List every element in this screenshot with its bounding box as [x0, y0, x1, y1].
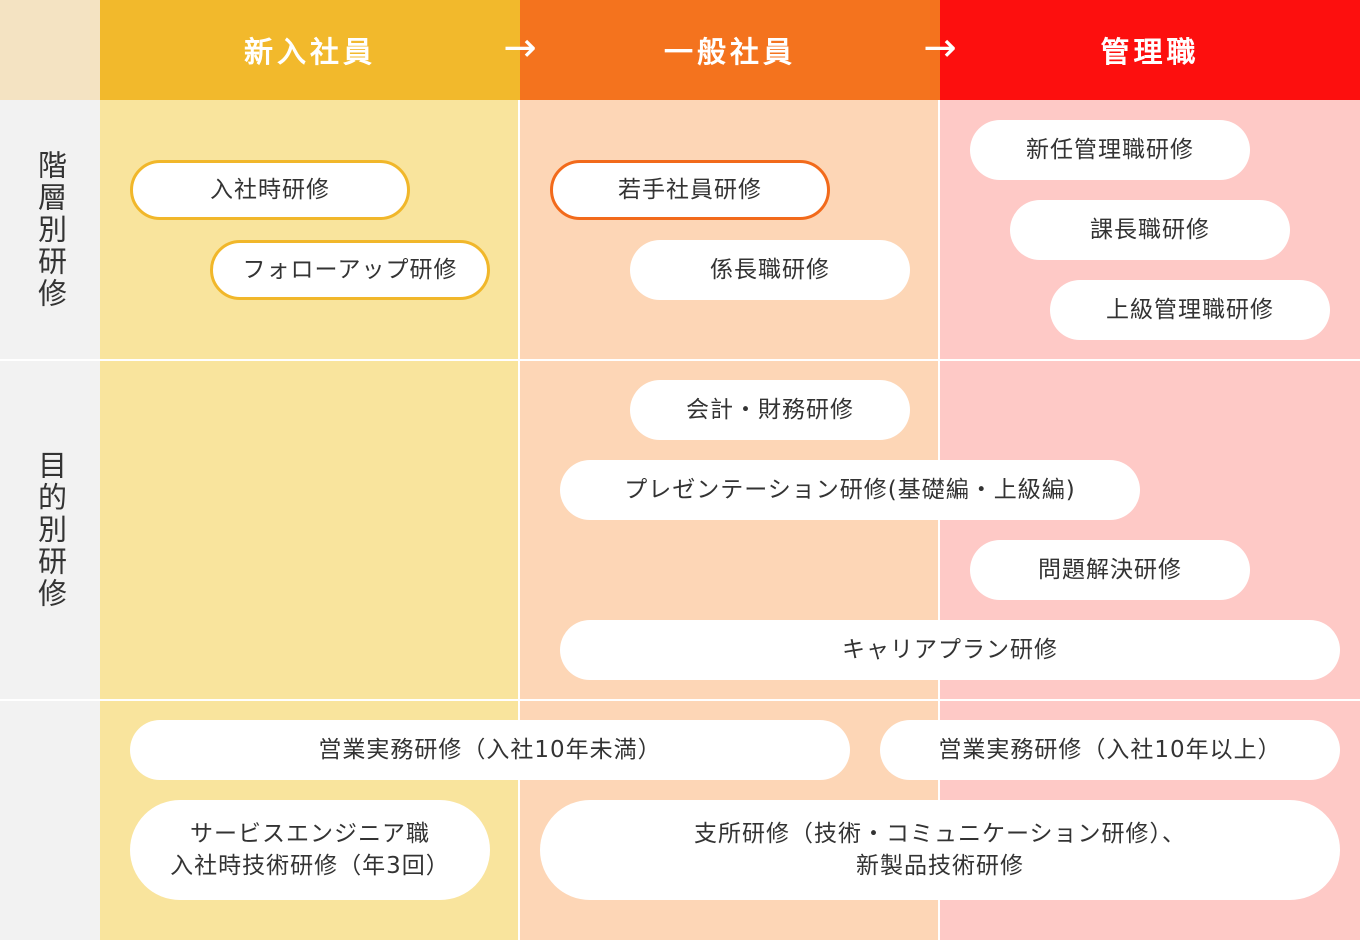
training-shisho: 支所研修（技術・コミュニケーション研修）、 新製品技術研修: [540, 800, 1340, 900]
side-column: [0, 100, 100, 940]
column-divider: [518, 100, 520, 940]
row-label-purpose-text: 目的別研修: [33, 450, 68, 610]
training-presentation: プレゼンテーション研修(基礎編・上級編): [560, 460, 1140, 520]
corner-cell: [0, 0, 100, 100]
training-wakate: 若手社員研修: [550, 160, 830, 220]
training-kakaricho: 係長職研修: [630, 240, 910, 300]
header-new-employee-label: 新入社員: [243, 35, 376, 69]
training-nyusha: 入社時研修: [130, 160, 410, 220]
training-shisho-line2: 新製品技術研修: [856, 853, 1024, 879]
training-shisho-line1: 支所研修（技術・コミュニケーション研修）、: [693, 820, 1187, 847]
header-new-employee: 新入社員: [100, 0, 520, 100]
training-kaikei: 会計・財務研修: [630, 380, 910, 440]
header-general-employee: 一般社員: [520, 0, 940, 100]
training-jokyu: 上級管理職研修: [1050, 280, 1330, 340]
header-general-employee-label: 一般社員: [663, 35, 796, 69]
row-label-purpose: 目的別研修: [0, 360, 100, 700]
training-eigyo-under10: 営業実務研修（入社10年未満）: [130, 720, 850, 780]
training-service-engineer-line1: サービスエンジニア職: [190, 820, 430, 847]
row-label-hierarchical: 階層別研修: [0, 100, 100, 360]
row-label-hierarchical-text: 階層別研修: [33, 150, 68, 310]
row-divider: [0, 699, 1360, 701]
row-divider: [0, 359, 1360, 361]
column-divider: [938, 100, 940, 940]
header-manager-label: 管理職: [1100, 35, 1200, 69]
training-follow-up: フォローアップ研修: [210, 240, 490, 300]
training-shinnin: 新任管理職研修: [970, 120, 1250, 180]
training-career: キャリアプラン研修: [560, 620, 1340, 680]
row-label-job: [0, 700, 100, 940]
header-manager: 管理職: [940, 0, 1360, 100]
training-service-engineer: サービスエンジニア職 入社時技術研修（年3回）: [130, 800, 490, 900]
training-service-engineer-line2: 入社時技術研修（年3回）: [170, 853, 450, 879]
training-eigyo-over10: 営業実務研修（入社10年以上）: [880, 720, 1340, 780]
arrow-icon: →: [923, 25, 957, 71]
arrow-icon: →: [503, 25, 537, 71]
training-mondai: 問題解決研修: [970, 540, 1250, 600]
training-kacho: 課長職研修: [1010, 200, 1290, 260]
